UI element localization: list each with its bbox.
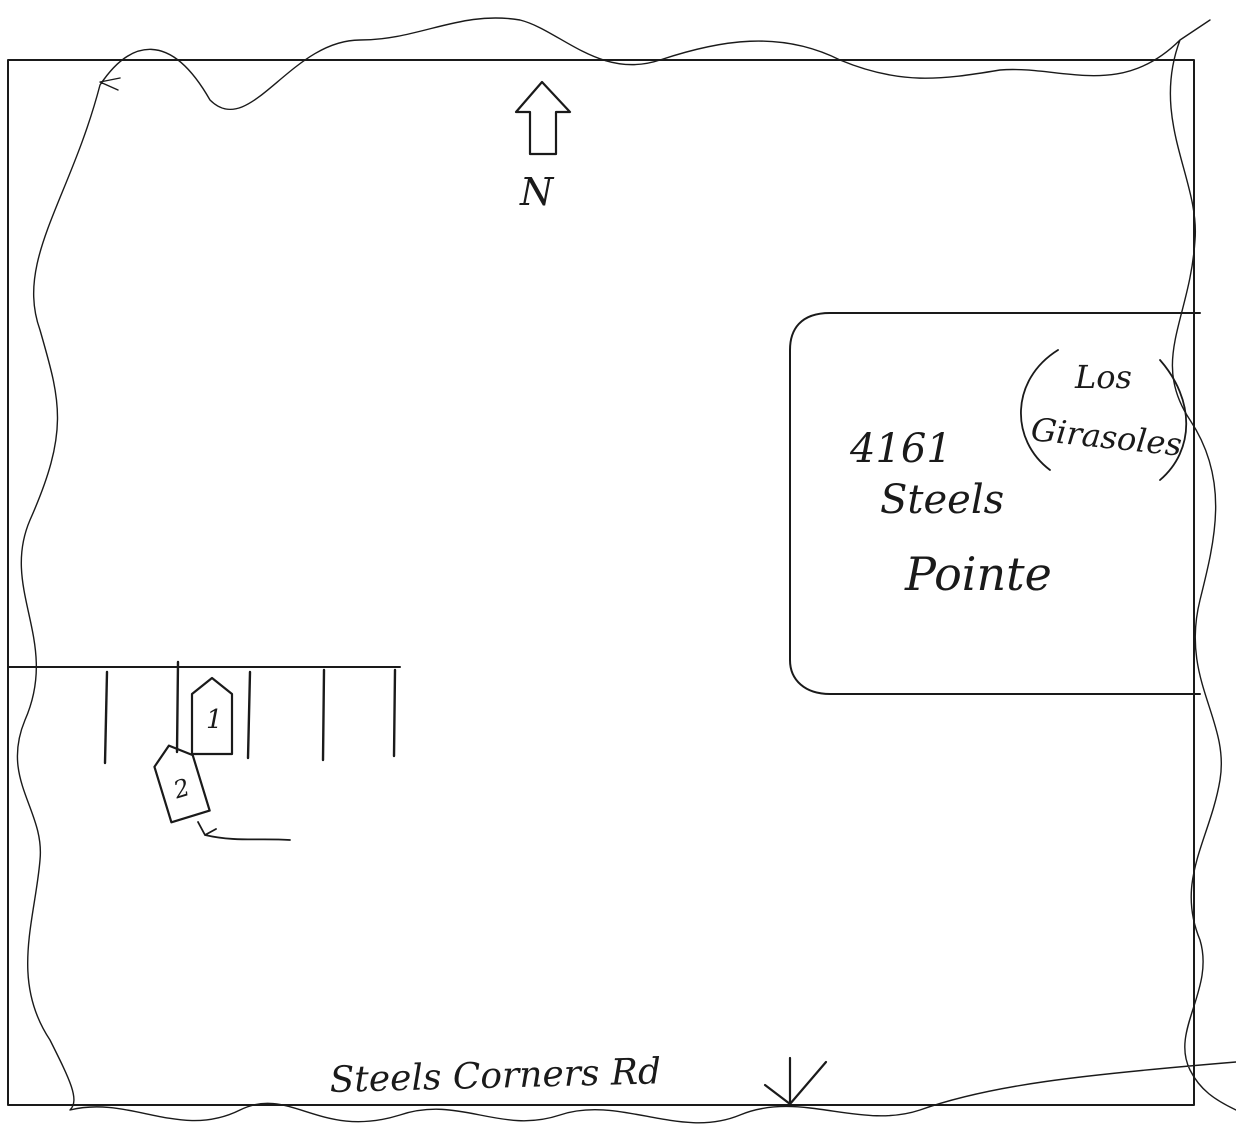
movement-arrow-icon [197,821,291,841]
road-label: Steels Corners Rd [329,1051,661,1101]
bracket-right [1159,359,1187,481]
parking-stall-line [246,670,252,760]
building-alt-name-line2: Girasoles [1029,410,1184,464]
building-alt-name-line1: Los [1074,358,1132,396]
parking-stall-line [392,668,397,758]
building-street: Steels [880,477,1004,523]
parking-stall-line [175,660,180,754]
vehicle-2: 2 [153,744,211,824]
vehicle-1: 1 [190,676,234,756]
north-arrow-icon [514,80,572,156]
north-label: N [519,170,555,214]
wavy-border [16,17,1236,1124]
bracket-left [1020,349,1059,471]
building-outline [789,312,1201,695]
parking-stall-line [103,670,109,765]
parking-stall-line [321,668,326,762]
building-number: 4161 [849,426,952,472]
vehicle-1-label: 1 [206,705,223,735]
sketch-frame [7,59,1195,1106]
vehicle-2-label: 2 [169,773,193,805]
road-direction-arrow-icon [763,1056,828,1106]
building-name: Pointe [904,547,1052,601]
